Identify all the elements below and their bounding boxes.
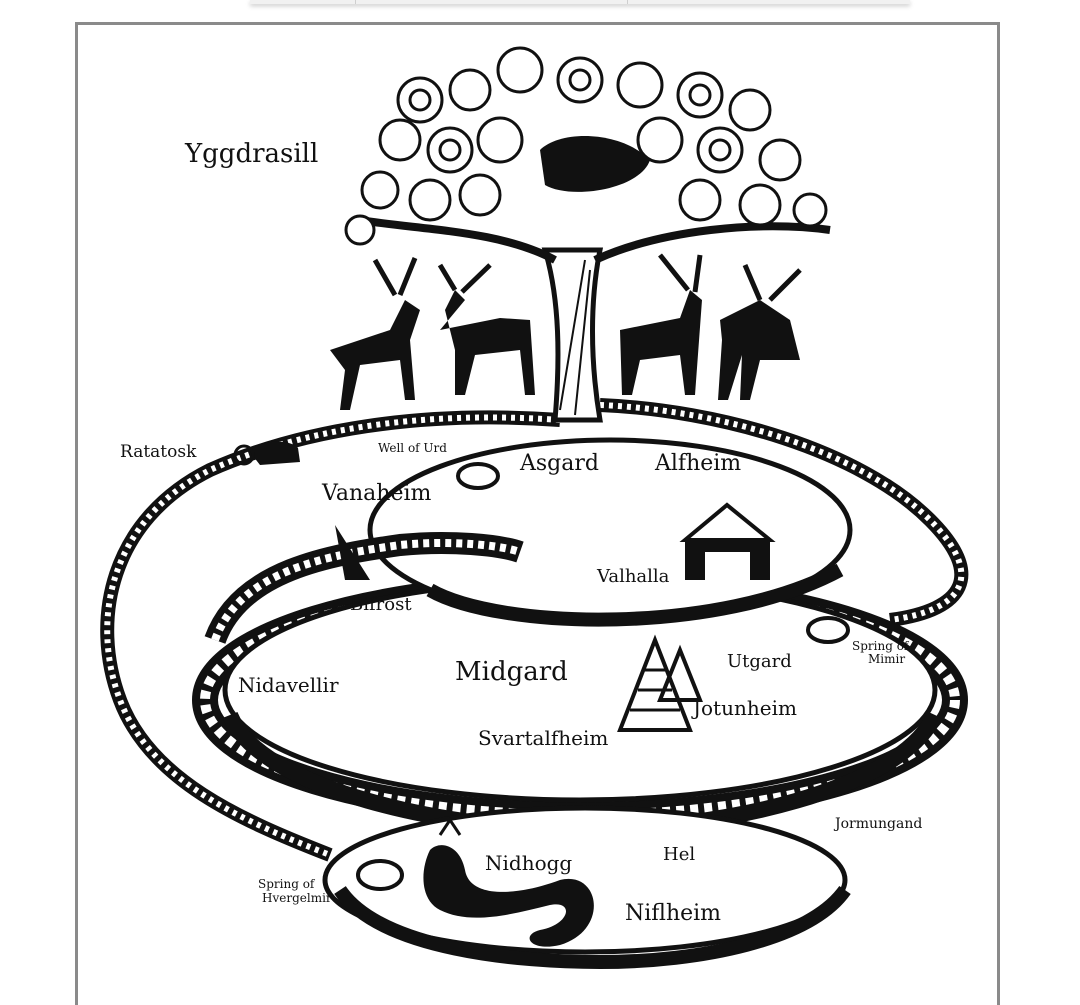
- label-vanaheim: Vanaheim: [321, 481, 431, 506]
- label-midgard: Midgard: [455, 657, 568, 687]
- well-of-urd-icon: [456, 462, 500, 490]
- bifrost-bridge: [335, 525, 370, 580]
- valhalla-hall: [679, 502, 776, 580]
- label-nidavellir: Nidavellir: [238, 673, 339, 697]
- ratatosk-squirrel: [250, 441, 300, 465]
- label-valhalla: Valhalla: [596, 566, 670, 587]
- label-asgard: Asgard: [519, 451, 599, 476]
- top-toolbar-strip: [250, 0, 910, 4]
- label-alfheim: Alfheim: [654, 451, 741, 476]
- utgard-trees: [617, 634, 703, 732]
- label-well-of-urd: Well of Urd: [378, 441, 447, 455]
- label-hel: Hel: [663, 844, 695, 865]
- label-jotunheim: Jotunheim: [691, 696, 797, 720]
- label-spring-of-mimir: Spring of: [852, 639, 910, 653]
- label-spring-of-mimir-2: Mimir: [868, 652, 905, 666]
- label-utgard: Utgard: [727, 651, 792, 672]
- tree-canopy: [344, 46, 828, 246]
- spring-of-mimir-icon: [806, 616, 850, 644]
- deer-silhouettes: [330, 253, 802, 410]
- toolbar-divider: [355, 0, 356, 4]
- label-spring-hvergelmir: Spring of: [258, 877, 316, 891]
- nidhogg-dragon: [423, 845, 594, 947]
- niflheim-disc: [322, 805, 848, 955]
- label-niflheim: Niflheim: [625, 901, 721, 926]
- label-jormungand: Jormungand: [833, 816, 922, 832]
- label-ratatosk: Ratatosk: [120, 442, 197, 462]
- label-svartalfheim: Svartalfheim: [478, 726, 608, 750]
- spring-hvergelmir-icon: [356, 859, 404, 891]
- label-yggdrasill: Yggdrasill: [184, 139, 318, 169]
- label-nidhogg: Nidhogg: [485, 851, 572, 875]
- label-bifrost: Bifrost: [350, 594, 412, 615]
- toolbar-divider: [627, 0, 628, 4]
- label-spring-hvergelmir-2: Hvergelmir: [262, 891, 332, 905]
